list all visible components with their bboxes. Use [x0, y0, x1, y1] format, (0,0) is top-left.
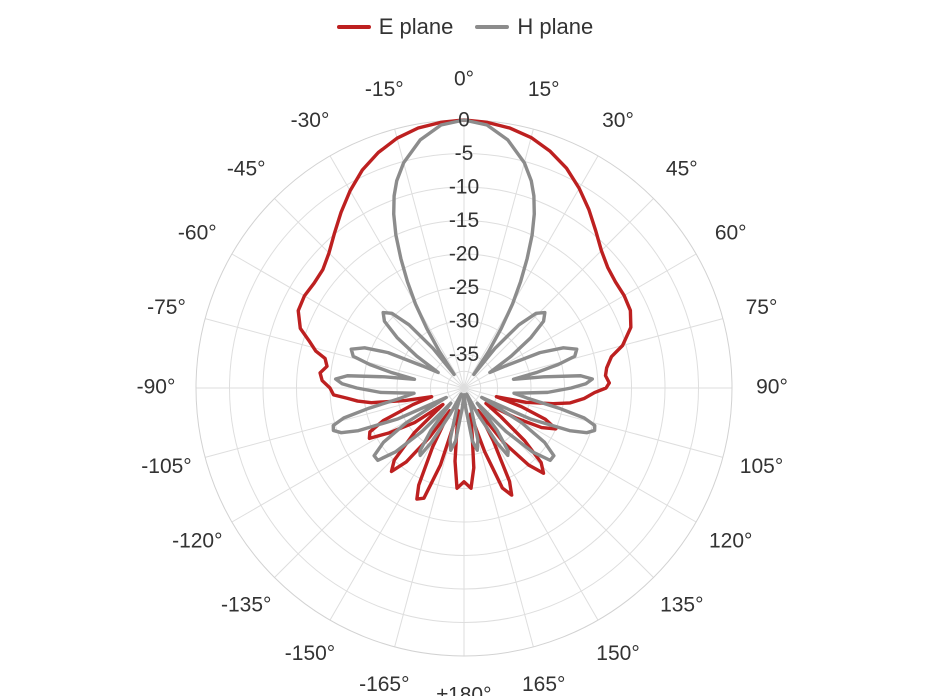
angular-tick-label: -120° — [172, 530, 222, 553]
angular-tick-label: -75° — [147, 296, 186, 319]
grid-ring — [430, 354, 498, 422]
angular-tick-label: -105° — [141, 455, 191, 478]
angular-tick-label: 105° — [740, 455, 783, 478]
angular-tick-label: 45° — [666, 158, 698, 181]
series-line-e-plane — [296, 118, 633, 501]
angular-tick-label: 165° — [522, 673, 565, 696]
grid-ring — [262, 186, 666, 590]
grid-ring — [396, 320, 532, 456]
angular-tick-label: -135° — [221, 593, 271, 616]
legend-swatch-h-plane — [475, 25, 510, 29]
series-line-h-plane — [331, 118, 597, 463]
angular-tick-label: 90° — [756, 376, 788, 399]
radial-tick-label: -20 — [449, 243, 479, 266]
radial-tick-label: -5 — [455, 142, 474, 165]
radial-tick-label: -35 — [449, 343, 479, 366]
radial-tick-label: -30 — [449, 310, 479, 333]
angular-tick-label: -150° — [285, 642, 335, 665]
angular-tick-label: 150° — [596, 642, 639, 665]
angular-tick-label: -90° — [137, 376, 176, 399]
radial-tick-label: -25 — [449, 276, 479, 299]
angular-tick-label: 135° — [660, 593, 703, 616]
angular-tick-label: 120° — [709, 530, 752, 553]
angular-tick-label: -165° — [359, 673, 409, 696]
angular-tick-label: -30° — [291, 109, 330, 132]
polar-grid — [195, 119, 733, 657]
legend-item-h-plane[interactable]: H plane — [475, 14, 593, 40]
angular-tick-label: -45° — [227, 158, 266, 181]
grid-ring — [296, 220, 632, 556]
grid-ring — [229, 153, 699, 623]
radial-tick-label: -10 — [449, 176, 479, 199]
angular-tick-label: -60° — [178, 222, 217, 245]
axis-labels: 0 -5 -10 -15 -20 -25 -30 -35 0° 15° 30° 45° 60° 75° 90… — [137, 68, 788, 696]
angular-tick-label: 30° — [602, 109, 634, 132]
angular-tick-label: -15° — [365, 78, 404, 101]
radial-tick-label: 0 — [458, 109, 470, 132]
radial-tick-label: -15 — [449, 209, 479, 232]
angular-tick-label: 60° — [715, 222, 747, 245]
legend-label-h-plane: H plane — [517, 14, 594, 39]
legend-item-e-plane[interactable]: E plane — [336, 14, 454, 40]
angular-tick-label: 0° — [454, 68, 474, 91]
angular-tick-label: ±180° — [437, 684, 492, 696]
legend-label-e-plane: E plane — [378, 14, 454, 39]
chart-legend: E plane H plane — [0, 14, 930, 40]
angular-tick-label: 15° — [528, 78, 560, 101]
legend-swatch-e-plane — [336, 25, 371, 29]
angular-tick-label: 75° — [746, 296, 778, 319]
series-layer — [296, 118, 633, 501]
